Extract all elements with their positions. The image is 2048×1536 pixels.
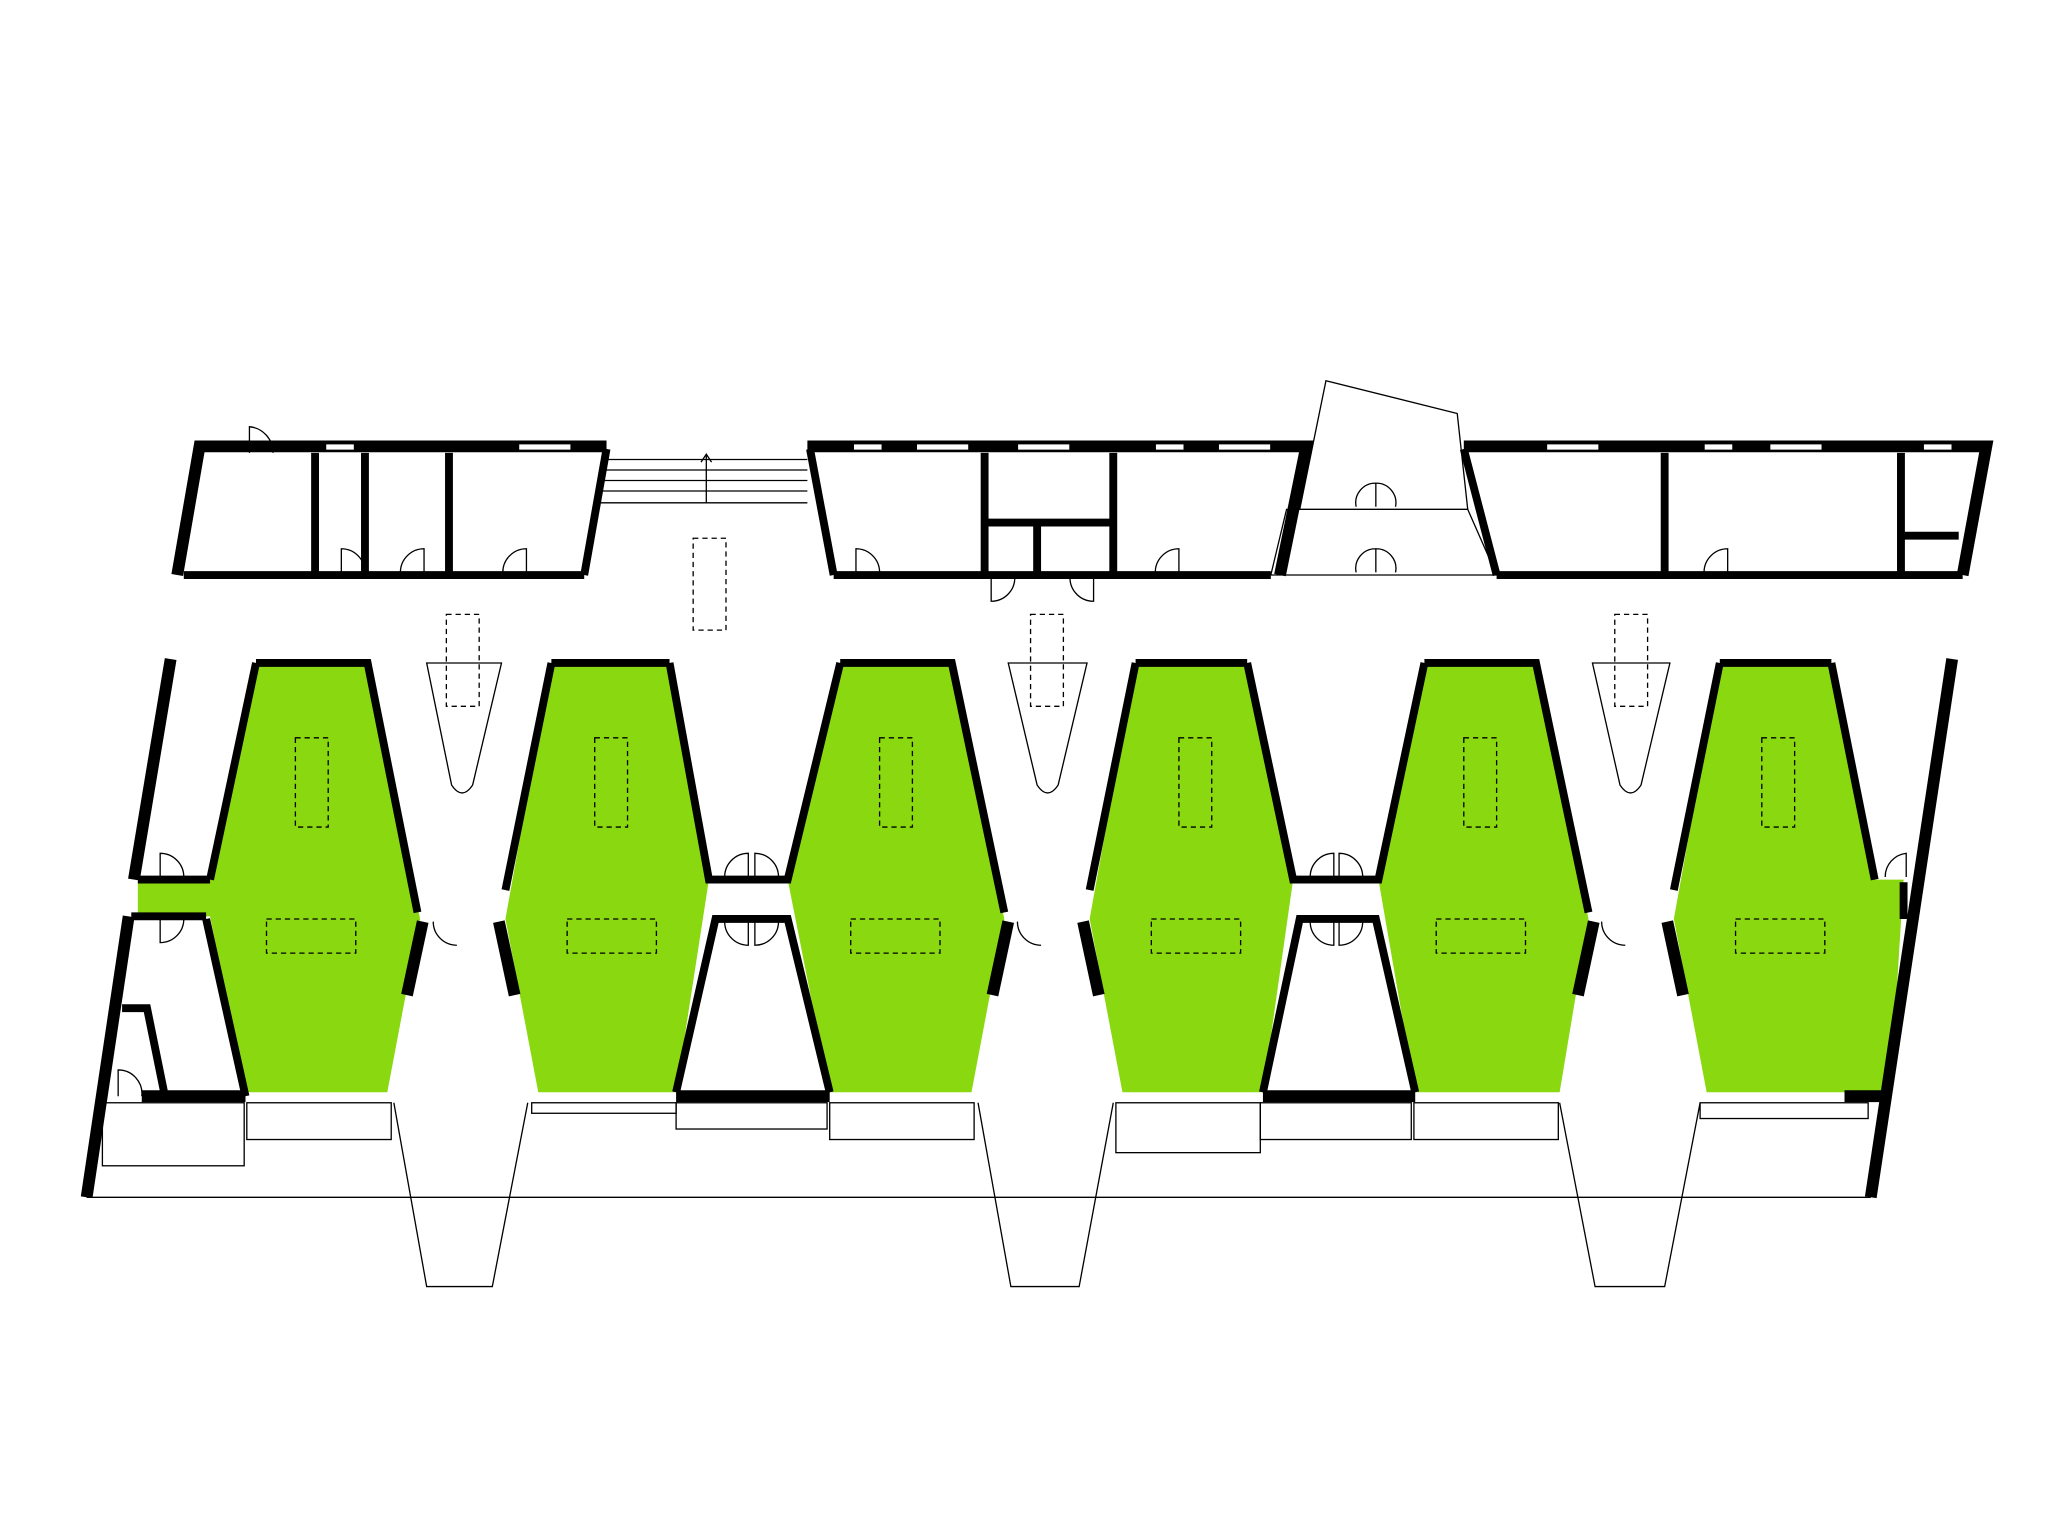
classrooms [137, 662, 1904, 1093]
staircase [599, 453, 808, 504]
classroom-3 [787, 662, 1005, 1093]
classroom-4 [1089, 662, 1294, 1093]
corridor-elements [425, 537, 1671, 794]
classroom-5 [1378, 662, 1589, 1093]
classroom-furniture [265, 737, 1826, 954]
north-rooms [183, 379, 1963, 579]
classroom-walls [122, 659, 1908, 1103]
classroom-2 [505, 662, 709, 1093]
exterior-walls [80, 440, 1994, 1199]
doors [117, 425, 1907, 1097]
south-terraces [101, 1102, 1869, 1288]
classroom-6 [1673, 662, 1904, 1093]
classroom-1 [137, 662, 421, 1093]
north-windows [324, 443, 1953, 451]
